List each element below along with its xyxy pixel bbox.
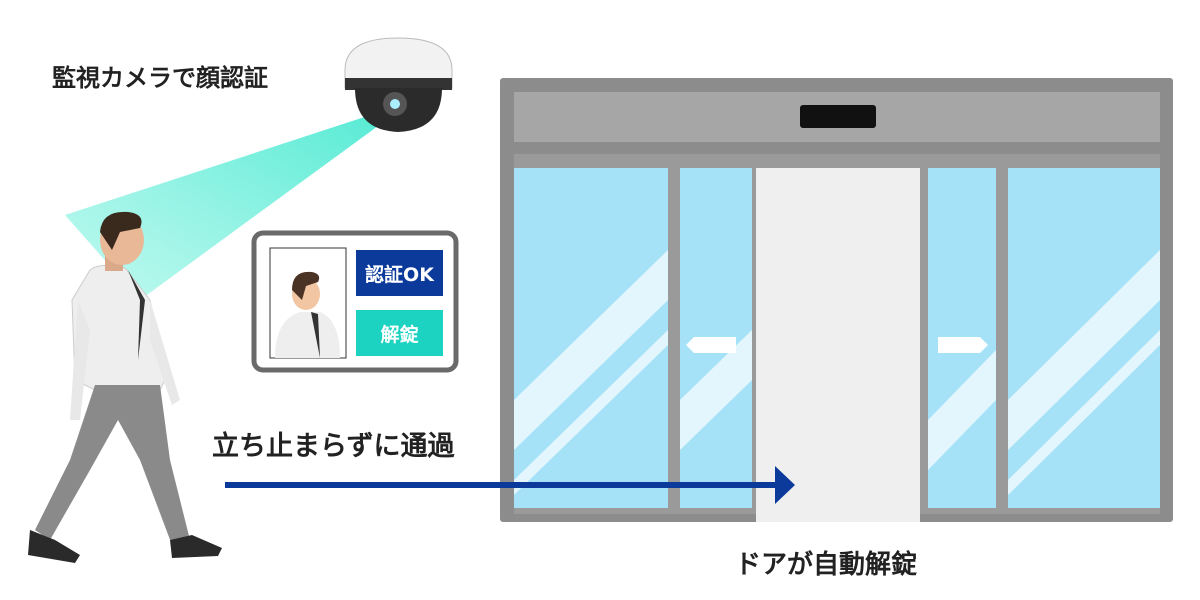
camera-label: 監視カメラで顔認証: [52, 64, 268, 92]
door-opening: [756, 168, 920, 522]
automatic-door: [500, 78, 1173, 522]
door-sensor-icon: [800, 105, 876, 128]
camera-beam: [65, 108, 392, 300]
user-photo: [275, 271, 340, 358]
walk-label: 立ち止まらずに通過: [212, 431, 455, 462]
right-arrow-icon: [938, 337, 988, 353]
left-arrow-icon: [686, 337, 736, 353]
walk-direction-arrow: [225, 466, 795, 504]
door-label: ドアが自動解錠: [735, 550, 918, 580]
security-camera-icon: [344, 37, 453, 132]
walking-person: [28, 211, 222, 563]
unlock-badge: 解錠: [356, 310, 443, 356]
glass-panels: [514, 168, 1160, 508]
auth-ok-badge: 認証OK: [356, 250, 443, 296]
